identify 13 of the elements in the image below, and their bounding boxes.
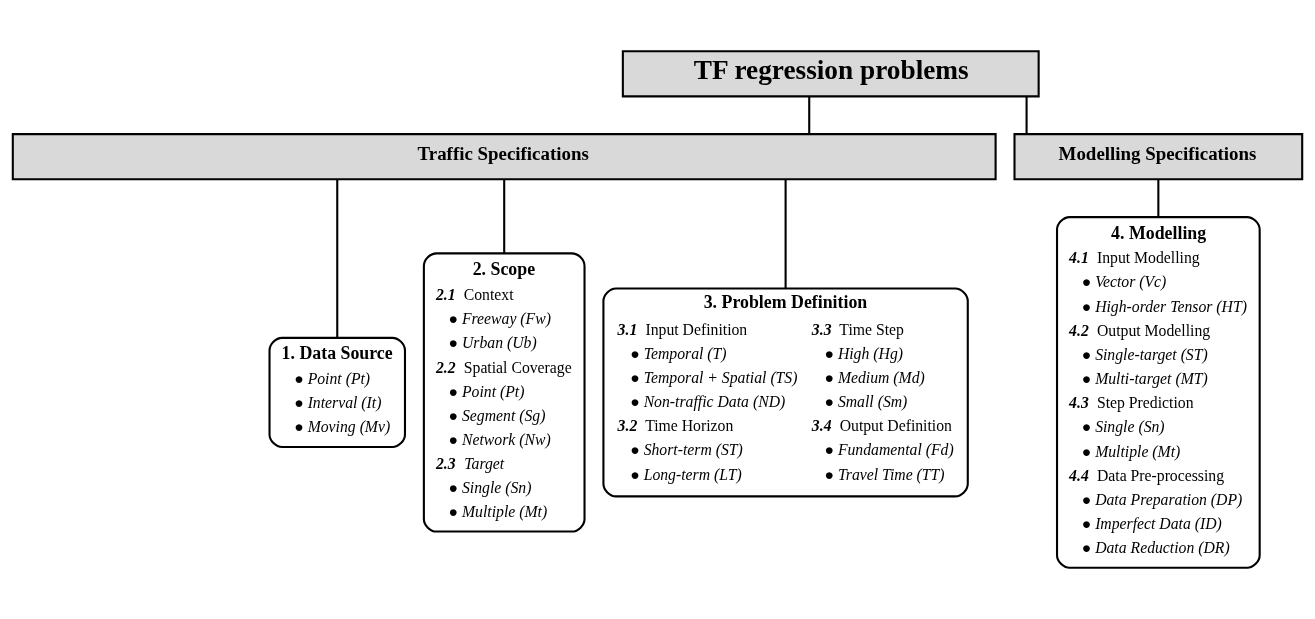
connector xyxy=(1157,179,1160,217)
node-box: 4. Modelling 4.1 Input Modelling ● Vector (Vc) ● High-order Tensor (HT) 4.2 Output Modelling ● Single-target (ST) ● Multi-target (MT) 4.3 Step Prediction ● Single (Sn) ● Multiple (Mt) 4.4 Data Pre-processing ● Data Preparation (DP) ● Imperfect Data (ID) ● Data Reduction (DR) xyxy=(1055,216,1261,569)
node-box: 3. Problem Definition 3.1 Input Definition ● Temporal (T) ● Temporal + Spatial (TS) ● Non-traffic Data (ND) 3.2 Time Horizon ● Short-term (ST) ● Long-term (LT) 3.3 Time Step ● High (Hg) ● Medium (Md) ● Small (Sm) 3.4 Output Definition ● Fundamental (Fd) ● Travel Time (TT) xyxy=(602,287,969,498)
connector xyxy=(784,179,787,289)
connector xyxy=(336,179,339,338)
node-box: 1. Data Source ● Point (Pt) ● Interval (It) ● Moving (Mv) xyxy=(268,336,407,449)
node-box: 2. Scope 2.1 Context ● Freeway (Fw) ● Urban (Ub) 2.2 Spatial Coverage ● Point (Pt) ● Segment (Sg) ● Network (Nw) 2.3 Target ● Single (Sn) ● Multiple (Mt) xyxy=(422,252,586,533)
node-box: TF regression problems xyxy=(621,50,1040,98)
node-box: Traffic Specifications xyxy=(11,133,997,181)
connector xyxy=(1025,96,1028,135)
connector xyxy=(503,179,506,254)
connector xyxy=(808,96,811,135)
node-box: Modelling Specifications xyxy=(1013,133,1304,181)
